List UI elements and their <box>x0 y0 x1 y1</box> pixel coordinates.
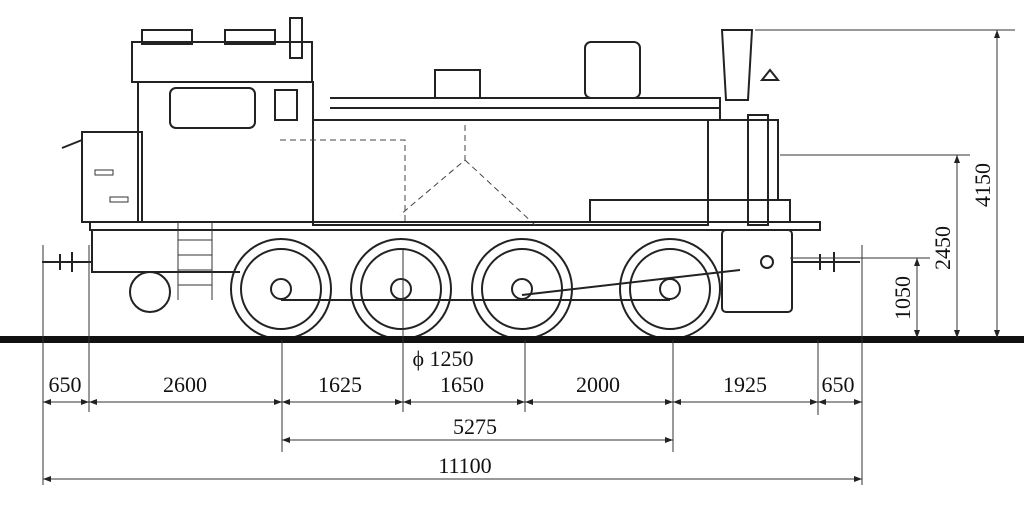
dim-front-overhang: 650 <box>822 372 855 397</box>
dim-wheelbase: 5275 <box>453 414 497 439</box>
dim-axle-height: 1050 <box>890 276 915 320</box>
cab-roof <box>131 41 313 83</box>
wheel-3 <box>471 238 573 340</box>
steam-dome <box>584 41 641 99</box>
rear-buffer <box>42 252 92 272</box>
dim-axle-2-3: 1650 <box>440 372 484 397</box>
running-board <box>89 221 821 231</box>
dim-rear-overhang: 650 <box>49 372 82 397</box>
connecting-rod <box>521 269 741 296</box>
dim-front: 1925 <box>723 372 767 397</box>
coal-bunker <box>81 131 143 223</box>
dim-overall-height: 4150 <box>970 163 995 207</box>
cab <box>137 81 314 223</box>
locomotive-body <box>42 17 860 313</box>
trailing-wheel <box>129 271 171 313</box>
dimension-lines <box>43 30 1000 482</box>
dimension-labels: ϕ 1250 650 2600 1625 1650 2000 1925 650 … <box>49 163 996 478</box>
front-buffer <box>792 252 860 272</box>
dim-cab: 2600 <box>163 372 207 397</box>
driving-wheels <box>230 238 741 340</box>
wheel-1 <box>230 238 332 340</box>
cylinder <box>721 229 793 313</box>
rail <box>0 336 1024 343</box>
chimney <box>720 29 754 101</box>
wheel-4 <box>619 238 721 340</box>
wheel-diameter-label: ϕ 1250 <box>412 346 473 371</box>
dim-axle-3-4: 2000 <box>576 372 620 397</box>
sand-dome <box>434 69 481 99</box>
dim-boiler-height: 2450 <box>930 226 955 270</box>
cab-window <box>169 87 256 129</box>
wheel-2 <box>350 238 452 340</box>
dim-axle-1-2: 1625 <box>318 372 362 397</box>
dim-overall-length: 11100 <box>438 453 491 478</box>
side-tank <box>312 119 709 226</box>
